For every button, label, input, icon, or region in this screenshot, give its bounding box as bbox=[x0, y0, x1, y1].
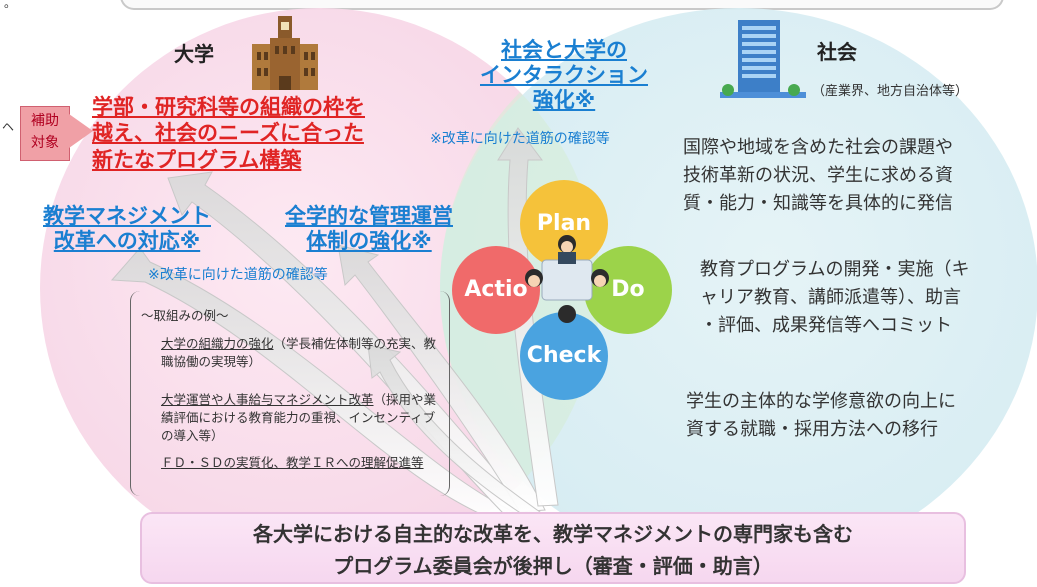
arrow-to-mgmt bbox=[110, 247, 522, 521]
examples-title: ～取組みの例～ bbox=[141, 308, 229, 323]
arrow-to-governance bbox=[337, 244, 546, 513]
society-p1-line-2: 技術革新の状況、学生に求める資 bbox=[683, 164, 953, 186]
red-heading-line-3: 新たなプログラム構築 bbox=[92, 147, 302, 172]
society-p3-line-1: 学生の主体的な学修意欲の向上に bbox=[686, 391, 956, 412]
arrow-to-left-small bbox=[367, 344, 542, 517]
badge-arrow-icon bbox=[69, 114, 93, 148]
example-2-underlined: 大学運営や人事給与マネジメント改革 bbox=[161, 392, 374, 407]
mgmt-reform-line-1: 教学マネジメント bbox=[43, 204, 211, 228]
society-p1-line-3: 質・能力・知識等を具体的に発信 bbox=[683, 192, 953, 214]
example-item-3: ＦＤ・ＳＤの実質化、教学ＩＲへの理解促進等 bbox=[161, 454, 441, 472]
society-sublabel: （産業界、地方自治体等） bbox=[812, 84, 969, 99]
do-circle: Do bbox=[584, 246, 672, 334]
example-2-rest: （採用や業績評価における教育能力の重視、インセンティブの導入等） bbox=[161, 392, 437, 444]
example-3-underlined: ＦＤ・ＳＤの実質化、教学ＩＲへの理 bbox=[161, 455, 374, 470]
governance-link[interactable]: 全学的な管理運営 体制の強化※ bbox=[262, 204, 476, 254]
society-p2-line-3: ・評価、成果発信等へコミット bbox=[700, 314, 952, 336]
badge-line-2: 対象 bbox=[31, 135, 59, 151]
society-paragraph-1: 国際や地域を含めた社会の課題や 技術革新の状況、学生に求める資 質・能力・知識等… bbox=[683, 134, 1013, 218]
subsidy-badge: 補助 対象 bbox=[20, 106, 70, 161]
society-p2-line-1: 教育プログラムの開発・実施（キ bbox=[700, 259, 970, 280]
university-building-icon bbox=[252, 16, 318, 90]
interaction-line-1: 社会と大学の bbox=[501, 38, 627, 62]
interaction-link[interactable]: 社会と大学の インタラクション 強化※ bbox=[458, 38, 670, 114]
check-circle: Check bbox=[520, 312, 608, 400]
example-1-rest: （学長補佐体制等の充実、教職協働の実現等） bbox=[161, 336, 437, 370]
governance-line-1: 全学的な管理運営 bbox=[285, 204, 453, 228]
top-fragment: 。 bbox=[4, 0, 17, 10]
interaction-line-3: 強化※ bbox=[532, 88, 596, 113]
red-heading-line-1: 学部・研究科等の組織の枠を bbox=[92, 95, 365, 119]
red-heading: 学部・研究科等の組織の枠を 越え、社会のニーズに合った 新たなプログラム構築 bbox=[92, 94, 365, 173]
example-item-1: 大学の組織力の強化（学長補佐体制等の充実、教職協働の実現等） bbox=[161, 335, 441, 371]
society-p3-line-2: 資する就職・採用方法への移行 bbox=[686, 418, 938, 440]
mgmt-reform-link[interactable]: 教学マネジメント 改革への対応※ bbox=[22, 204, 232, 254]
badge-line-1: 補助 bbox=[31, 113, 59, 129]
action-circle: Actio bbox=[452, 246, 540, 334]
example-1-underlined: 大学の組織力の強化 bbox=[161, 336, 274, 351]
interaction-note: ※改革に向けた道筋の確認等 bbox=[430, 131, 610, 147]
university-label: 大学 bbox=[174, 42, 214, 66]
society-paragraph-2: 教育プログラムの開発・実施（キ ャリア教育、講師派遣等）、助言 ・評価、成果発信… bbox=[700, 256, 1020, 340]
red-heading-line-2: 越え、社会のニーズに合った bbox=[92, 121, 364, 146]
examples-box: ～取組みの例～ 大学の組織力の強化（学長補佐体制等の充実、教職協働の実現等） 大… bbox=[130, 291, 450, 496]
interaction-line-2: インタラクション bbox=[480, 63, 648, 88]
example-item-2: 大学運営や人事給与マネジメント改革（採用や業績評価における教育能力の重視、インセ… bbox=[161, 391, 441, 445]
program-committee-box: 各大学における自主的な改革を、教学マネジメントの専門家も含む プログラム委員会が… bbox=[140, 512, 966, 584]
society-paragraph-3: 学生の主体的な学修意欲の向上に 資する就職・採用方法への移行 bbox=[686, 388, 1016, 444]
society-p2-line-2: ャリア教育、講師派遣等）、助言 bbox=[700, 286, 961, 308]
people-meeting-icon bbox=[525, 235, 609, 323]
example-3-rest: 解促進等 bbox=[373, 455, 424, 470]
society-label: 社会 bbox=[817, 40, 857, 64]
side-fragment: ヘ bbox=[2, 120, 15, 134]
bottom-line-2: プログラム委員会が後押し（審査・評価・助言） bbox=[333, 554, 773, 578]
bottom-line-1: 各大学における自主的な改革を、教学マネジメントの専門家も含む bbox=[253, 522, 853, 546]
mgmt-reform-line-2: 改革への対応※ bbox=[53, 229, 201, 254]
governance-note: ※改革に向けた道筋の確認等 bbox=[148, 267, 328, 283]
governance-line-2: 体制の強化※ bbox=[306, 229, 432, 254]
society-p1-line-1: 国際や地域を含めた社会の課題や bbox=[683, 137, 953, 158]
company-building-icon bbox=[720, 20, 806, 98]
